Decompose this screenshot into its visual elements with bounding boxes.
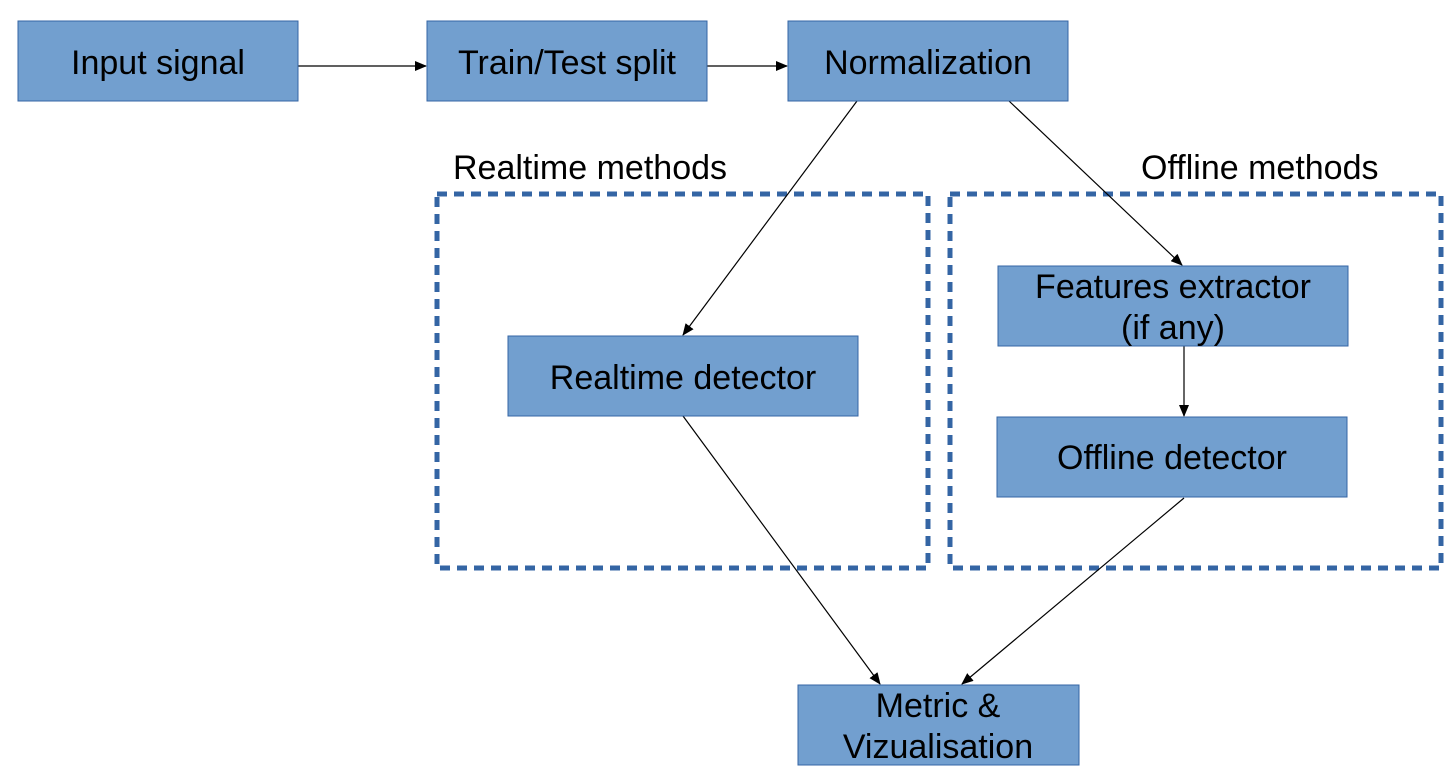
offline-detector-label: Offline detector (1057, 439, 1287, 477)
offline-methods-label: Offline methods (1141, 149, 1379, 187)
realtime-methods-border (434, 191, 931, 571)
metric-vizualisation-label-line2: Vizualisation (843, 728, 1033, 766)
metric-vizualisation-node: Metric & Vizualisation (797, 684, 1080, 766)
input-signal-node: Input signal (17, 20, 299, 102)
features-extractor-label-line1: Features extractor (1035, 268, 1311, 306)
edges (298, 61, 1189, 685)
realtime-methods-group: Realtime methods (434, 149, 931, 571)
input-signal-label: Input signal (71, 44, 245, 82)
normalization-node: Normalization (787, 20, 1069, 102)
realtime-detector-label: Realtime detector (550, 359, 816, 397)
train-test-split-label: Train/Test split (458, 44, 676, 82)
edge-realtime-to-metric (682, 415, 881, 685)
edge-normalization-to-realtime (682, 100, 858, 336)
offline-methods-group: Offline methods (947, 149, 1444, 571)
metric-vizualisation-label-line1: Metric & (876, 687, 1001, 725)
features-extractor-node: Features extractor (if any) (997, 265, 1349, 347)
features-extractor-label-line2: (if any) (1121, 309, 1225, 347)
realtime-detector-node: Realtime detector (507, 335, 859, 417)
edge-offline-to-metric (961, 497, 1185, 685)
train-test-split-node: Train/Test split (426, 20, 708, 102)
normalization-label: Normalization (824, 44, 1032, 82)
edge-normalization-to-features (1008, 100, 1183, 266)
offline-methods-border (947, 191, 1444, 571)
realtime-methods-label: Realtime methods (453, 149, 727, 187)
offline-detector-node: Offline detector (996, 416, 1348, 498)
